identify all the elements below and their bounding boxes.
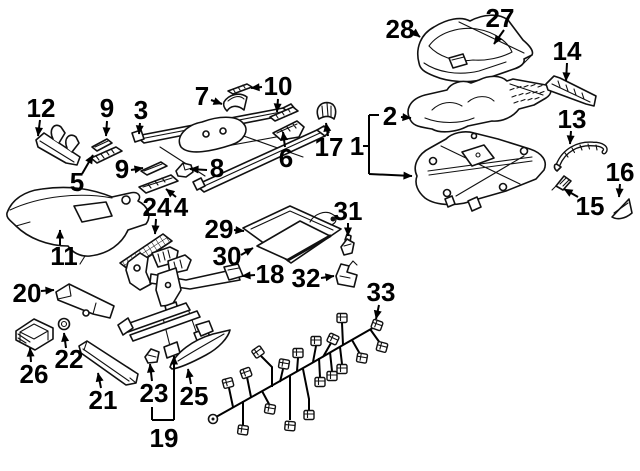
callout-leader-lines xyxy=(26,28,624,421)
callout-9b-label: 9 xyxy=(115,154,129,184)
callout-13-label: 13 xyxy=(558,104,587,134)
callout-22-label: 22 xyxy=(55,344,84,374)
callout-28-label: 28 xyxy=(386,14,415,44)
part-rail-14 xyxy=(545,75,597,107)
callout-1-label: 1 xyxy=(350,131,364,161)
part-trim-panel-20 xyxy=(55,283,115,319)
part-strip-4 xyxy=(138,174,179,194)
callout-27-label: 27 xyxy=(486,3,515,33)
part-clip-15 xyxy=(551,175,572,191)
callout-2-label: 2 xyxy=(383,101,397,131)
part-trim-25 xyxy=(169,329,231,370)
part-bracket-32 xyxy=(335,260,358,288)
callout-20-label: 20 xyxy=(13,278,42,308)
callout-11-label: 11 xyxy=(50,241,78,271)
callout-26-label: 26 xyxy=(20,359,49,389)
part-wiring-harness xyxy=(207,312,389,436)
callout-4-label: 4 xyxy=(174,192,189,222)
callout-30-label: 30 xyxy=(213,241,242,271)
part-strip-10b xyxy=(269,106,299,122)
callout-19-label: 19 xyxy=(150,423,179,453)
callout-7-label: 7 xyxy=(195,81,209,111)
callout-10-label: 10 xyxy=(264,71,293,101)
part-sill-strip-21 xyxy=(78,340,139,386)
callout-18-label: 18 xyxy=(256,259,285,289)
callout-23-label: 23 xyxy=(140,378,169,408)
part-clip-23 xyxy=(144,348,160,364)
callout-9a-label: 9 xyxy=(100,93,114,123)
callout-33-label: 33 xyxy=(367,277,396,307)
part-clip-17 xyxy=(316,101,337,120)
part-back-panel xyxy=(242,205,342,264)
part-side-trim-11 xyxy=(6,186,150,265)
callout-21-label: 21 xyxy=(89,385,118,415)
part-strip-10a xyxy=(227,83,253,95)
part-cap-16 xyxy=(611,198,633,220)
part-pad-9a xyxy=(91,138,113,152)
callout-17-label: 17 xyxy=(315,132,344,162)
part-seat-track-assembly xyxy=(131,103,330,193)
part-connector-31 xyxy=(340,233,355,256)
diagram-linework xyxy=(6,14,633,436)
part-strip-5 xyxy=(90,146,123,164)
part-seat-cushion xyxy=(417,14,534,83)
part-wire-bracket-12 xyxy=(35,124,81,166)
callout-29-label: 29 xyxy=(205,214,234,244)
callout-32-label: 32 xyxy=(292,263,321,293)
callout-6-label: 6 xyxy=(279,143,293,173)
part-tray-26 xyxy=(15,318,54,351)
callout-15-label: 15 xyxy=(576,191,605,221)
part-seat-frame xyxy=(414,131,546,212)
callout-8-label: 8 xyxy=(210,153,224,183)
callout-31-label: 31 xyxy=(334,196,363,226)
callout-16-label: 16 xyxy=(606,157,635,187)
callout-12-label: 12 xyxy=(27,93,56,123)
callout-labels: 12 9 3 7 10 5 9 8 6 24 4 11 28 27 14 2 1… xyxy=(13,3,635,453)
part-cable-13 xyxy=(553,141,608,172)
part-grommet-22 xyxy=(57,317,71,331)
callout-5-label: 5 xyxy=(70,167,84,197)
part-wedge-6 xyxy=(272,120,305,141)
part-pad-9b xyxy=(140,161,168,176)
part-flap-7 xyxy=(222,93,248,112)
callout-14-label: 14 xyxy=(553,36,582,66)
callout-24-label: 24 xyxy=(143,192,172,222)
callout-25-label: 25 xyxy=(180,381,209,411)
callout-3-label: 3 xyxy=(134,95,148,125)
part-foam-pad xyxy=(407,75,552,133)
